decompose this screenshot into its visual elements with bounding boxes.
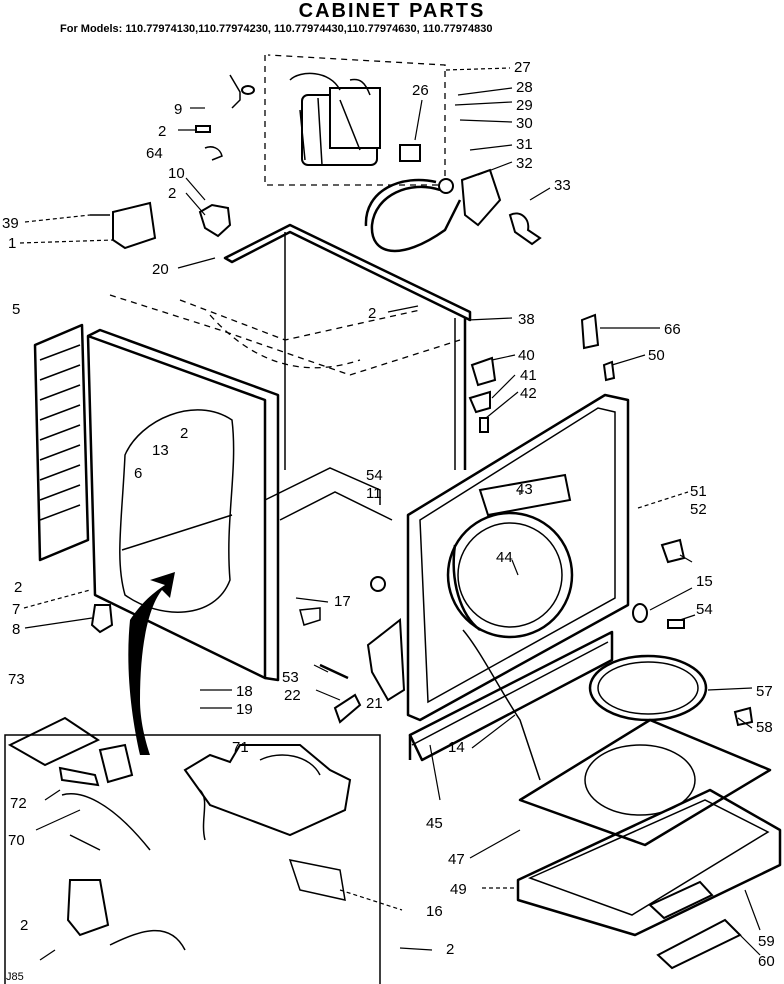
base-assembly (516, 654, 782, 970)
part-label-73: 73 (8, 671, 25, 688)
top-left-hardware (90, 125, 232, 250)
part-label-2: 2 (168, 185, 176, 202)
diagram-code: J85 (6, 971, 24, 983)
part-label-11: 11 (366, 485, 382, 502)
part-label-50: 50 (648, 347, 665, 364)
cutaway-arrow (128, 572, 175, 755)
part-label-22: 22 (284, 687, 301, 704)
leader-lines (19, 67, 761, 961)
part-label-60: 60 (758, 953, 775, 970)
part-number-labels: 27 28 29 30 26 31 32 33 9 2 64 10 2 39 1… (2, 59, 775, 983)
part-label-72: 72 (10, 795, 27, 812)
page-title: CABINET PARTS (298, 0, 486, 22)
part-label-52: 52 (690, 501, 707, 518)
drive-belt-assembly (364, 168, 542, 253)
part-label-17: 17 (334, 593, 351, 610)
part-label-40: 40 (518, 347, 535, 364)
front-panel (406, 393, 630, 762)
model-list: For Models: 110.77974130,110.77974230, 1… (60, 23, 493, 35)
part-label-20: 20 (152, 261, 169, 278)
part-label-58: 58 (756, 719, 773, 736)
cabinet-body (33, 223, 472, 682)
part-label-8: 8 (12, 621, 20, 638)
motor-assembly (229, 54, 446, 186)
part-label-29: 29 (516, 97, 533, 114)
part-label-45: 45 (426, 815, 443, 832)
part-label-2: 2 (158, 123, 166, 140)
part-label-54: 54 (696, 601, 713, 618)
part-label-39: 39 (2, 215, 19, 232)
part-label-18: 18 (236, 683, 253, 700)
part-label-16: 16 (426, 903, 443, 920)
part-label-21: 21 (366, 695, 383, 712)
part-label-15: 15 (696, 573, 713, 590)
part-label-66: 66 (664, 321, 681, 338)
part-label-9: 9 (174, 101, 182, 118)
part-label-5: 5 (12, 301, 20, 318)
part-label-41: 41 (520, 367, 537, 384)
part-label-7: 7 (12, 601, 20, 618)
part-label-47: 47 (448, 851, 465, 868)
part-label-28: 28 (516, 79, 533, 96)
part-label-33: 33 (554, 177, 571, 194)
part-label-1: 1 (8, 235, 16, 252)
part-label-49: 49 (450, 881, 467, 898)
part-label-57: 57 (756, 683, 773, 700)
part-label-42: 42 (520, 385, 537, 402)
part-label-64: 64 (146, 145, 163, 162)
part-label-54: 54 (366, 467, 383, 484)
part-label-59: 59 (758, 933, 775, 950)
part-label-31: 31 (516, 136, 533, 153)
part-label-13: 13 (152, 442, 169, 459)
part-label-2: 2 (20, 917, 28, 934)
part-label-2: 2 (368, 305, 376, 322)
part-label-38: 38 (518, 311, 535, 328)
part-label-44: 44 (496, 549, 513, 566)
part-label-2: 2 (14, 579, 22, 596)
wiring-inset (4, 734, 381, 984)
part-label-51: 51 (690, 483, 707, 500)
right-side-hardware (468, 313, 754, 727)
part-label-2: 2 (180, 425, 188, 442)
part-label-30: 30 (516, 115, 533, 132)
part-label-70: 70 (8, 832, 25, 849)
part-label-14: 14 (448, 739, 465, 756)
part-label-43: 43 (516, 481, 533, 498)
part-label-2: 2 (446, 941, 454, 958)
part-label-32: 32 (516, 155, 533, 172)
part-label-10: 10 (168, 165, 185, 182)
part-label-27: 27 (514, 59, 531, 76)
part-label-26: 26 (412, 82, 429, 99)
part-label-53: 53 (282, 669, 299, 686)
part-label-71: 71 (232, 739, 249, 756)
part-label-19: 19 (236, 701, 253, 718)
lower-hardware (7, 576, 541, 781)
part-label-6: 6 (134, 465, 142, 482)
